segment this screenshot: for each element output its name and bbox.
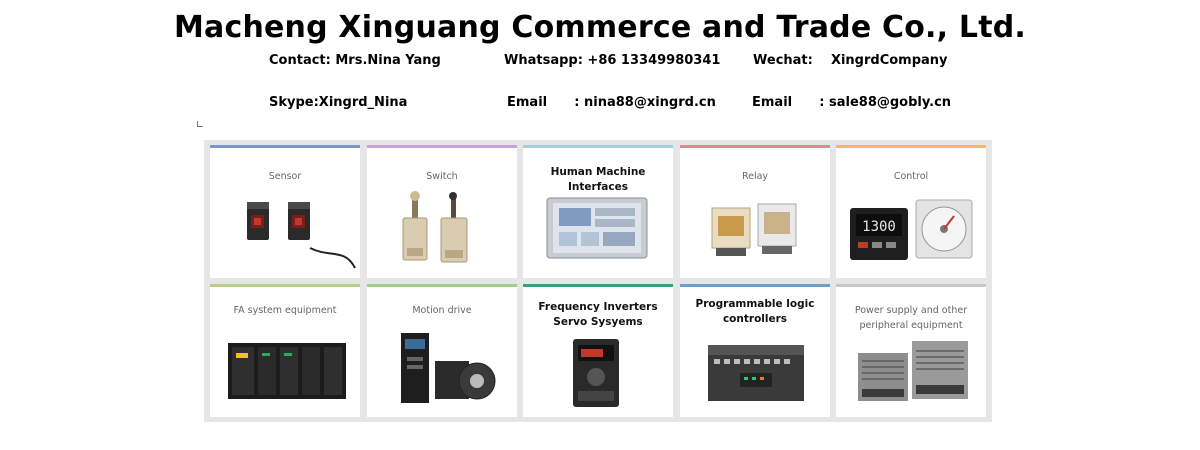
category-tile-sensor[interactable]: Sensor (210, 145, 360, 278)
category-label-line2: peripheral equipment (859, 320, 963, 331)
limit-switch-icon (402, 191, 468, 263)
svg-text:1300: 1300 (862, 219, 896, 235)
category-label: Sensor (268, 171, 302, 182)
category-label-line2: Servo Sysyems (553, 316, 643, 328)
wechat-id: Wechat: XingrdCompany (753, 53, 948, 68)
category-label: Programmable logic (695, 298, 815, 310)
category-tile-fa-system[interactable]: FA system equipment (210, 284, 360, 417)
skype-id: Skype:Xingrd_Nina (269, 95, 408, 110)
category-tile-hmi[interactable]: Human Machine Interfaces (523, 145, 673, 278)
category-tile-power-supply[interactable]: Power supply and other peripheral equipm… (836, 284, 986, 417)
plc-icon (708, 345, 804, 401)
controller-timer-icon: 1300 (850, 199, 973, 260)
photoelectric-sensor-icon (247, 202, 356, 269)
power-supply-icon (858, 341, 968, 401)
category-tile-plc[interactable]: Programmable logic controllers (680, 284, 830, 417)
servo-drive-motor-icon (401, 333, 496, 403)
company-title: Macheng Xinguang Commerce and Trade Co.,… (173, 10, 1027, 45)
email-secondary: Email : sale88@gobly.cn (752, 95, 952, 110)
whatsapp-number: Whatsapp: +86 13349980341 (504, 53, 721, 68)
category-label: Relay (741, 171, 769, 182)
category-label: Power supply and other (854, 305, 968, 316)
relay-icon (711, 203, 797, 256)
category-label: Switch (426, 171, 458, 182)
category-tile-control[interactable]: Control 1300 (836, 145, 986, 278)
inverter-icon (573, 339, 619, 407)
category-tile-motion-drive[interactable]: Motion drive (367, 284, 517, 417)
category-tile-inverters[interactable]: Frequency Inverters Servo Sysyems (523, 284, 673, 417)
contact-name: Contact: Mrs.Nina Yang (269, 53, 441, 68)
category-tile-relay[interactable]: Relay (680, 145, 830, 278)
category-label: Control (893, 171, 929, 182)
category-label: Motion drive (412, 305, 472, 316)
touch-panel-icon (546, 197, 648, 259)
category-label: FA system equipment (233, 305, 337, 316)
email-primary: Email : nina88@xingrd.cn (507, 95, 716, 110)
category-label: Human Machine Interfaces (550, 166, 646, 193)
product-category-grid: Sensor Switch Human Machine Interfaces (204, 140, 992, 422)
text-corner-marker (197, 121, 203, 127)
category-label: Frequency Inverters (538, 301, 658, 313)
category-label-line2: controllers (722, 313, 788, 325)
fa-module-rack-icon (228, 343, 346, 399)
category-tile-switch[interactable]: Switch (367, 145, 517, 278)
